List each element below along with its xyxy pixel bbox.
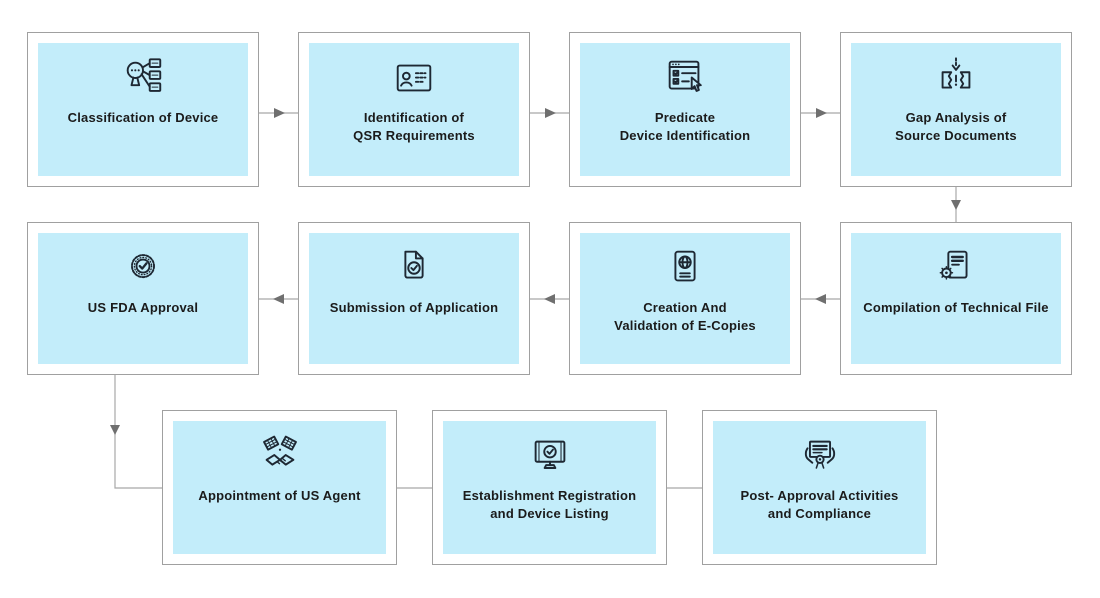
flow-box-label: Submission of Application: [329, 300, 499, 315]
arrow-left-icon: [273, 294, 284, 304]
arrow-left-icon: [815, 294, 826, 304]
magnifier-classification-icon: [120, 55, 166, 101]
flow-box-fill: Identification of QSR Requirements: [309, 43, 519, 176]
flow-box-fill: Appointment of US Agent: [173, 421, 386, 554]
flow-box-compilation-technical-file: Compilation of Technical File: [840, 222, 1072, 375]
flow-box-fill: Predicate Device Identification: [580, 43, 790, 176]
flow-box-label: Predicate Device Identification: [619, 110, 751, 143]
flow-box-fill: Post- Approval Activities and Compliance: [713, 421, 926, 554]
flow-box-label: Compilation of Technical File: [863, 300, 1049, 315]
flow-box-fill: Compilation of Technical File: [851, 233, 1061, 364]
arrow-down-icon: [951, 200, 961, 210]
flow-box-appointment-us-agent: Appointment of US Agent: [162, 410, 397, 565]
flow-box-predicate-device-identification: Predicate Device Identification: [569, 32, 801, 187]
flow-box-post-approval: Post- Approval Activities and Compliance: [702, 410, 937, 565]
arrow-left-icon: [544, 294, 555, 304]
approval-seal-icon: [120, 245, 166, 291]
flow-box-classification-of-device: Classification of Device: [27, 32, 259, 187]
flow-box-fill: Classification of Device: [38, 43, 248, 176]
arrow-right-icon: [816, 108, 827, 118]
torn-document-arrow-icon: [933, 55, 979, 101]
document-gear-icon: [933, 245, 979, 291]
arrow-right-icon: [545, 108, 556, 118]
flow-box-fill: Gap Analysis of Source Documents: [851, 43, 1061, 176]
flow-box-label: Gap Analysis of Source Documents: [895, 110, 1017, 143]
certificate-hands-icon: [797, 433, 843, 479]
flow-box-ecopies: Creation And Validation of E-Copies: [569, 222, 801, 375]
globe-document-icon: [662, 245, 708, 291]
flow-box-identification-of-qsr: Identification of QSR Requirements: [298, 32, 530, 187]
flow-box-us-fda-approval: US FDA Approval: [27, 222, 259, 375]
arrow-down-icon: [110, 425, 120, 435]
flow-box-label: Classification of Device: [67, 110, 219, 125]
flow-box-label: Identification of QSR Requirements: [353, 110, 475, 143]
arrow-right-icon: [274, 108, 285, 118]
id-card-icon: [391, 55, 437, 101]
handshake-flags-icon: [257, 433, 303, 479]
flow-box-label: Appointment of US Agent: [198, 488, 361, 503]
flow-box-fill: Creation And Validation of E-Copies: [580, 233, 790, 364]
flow-box-label: US FDA Approval: [87, 300, 199, 315]
flow-box-label: Establishment Registration and Device Li…: [462, 488, 637, 521]
flow-box-label: Post- Approval Activities and Compliance: [740, 488, 899, 521]
connector-step8-step9: [114, 375, 162, 489]
flow-box-establishment-registration: Establishment Registration and Device Li…: [432, 410, 667, 565]
monitor-check-icon: [527, 433, 573, 479]
flow-box-fill: Submission of Application: [309, 233, 519, 364]
flow-box-submission-of-application: Submission of Application: [298, 222, 530, 375]
document-check-icon: [391, 245, 437, 291]
flow-box-gap-analysis: Gap Analysis of Source Documents: [840, 32, 1072, 187]
flow-box-fill: Establishment Registration and Device Li…: [443, 421, 656, 554]
checklist-cursor-icon: [662, 55, 708, 101]
flow-box-fill: US FDA Approval: [38, 233, 248, 364]
flow-box-label: Creation And Validation of E-Copies: [614, 300, 756, 333]
